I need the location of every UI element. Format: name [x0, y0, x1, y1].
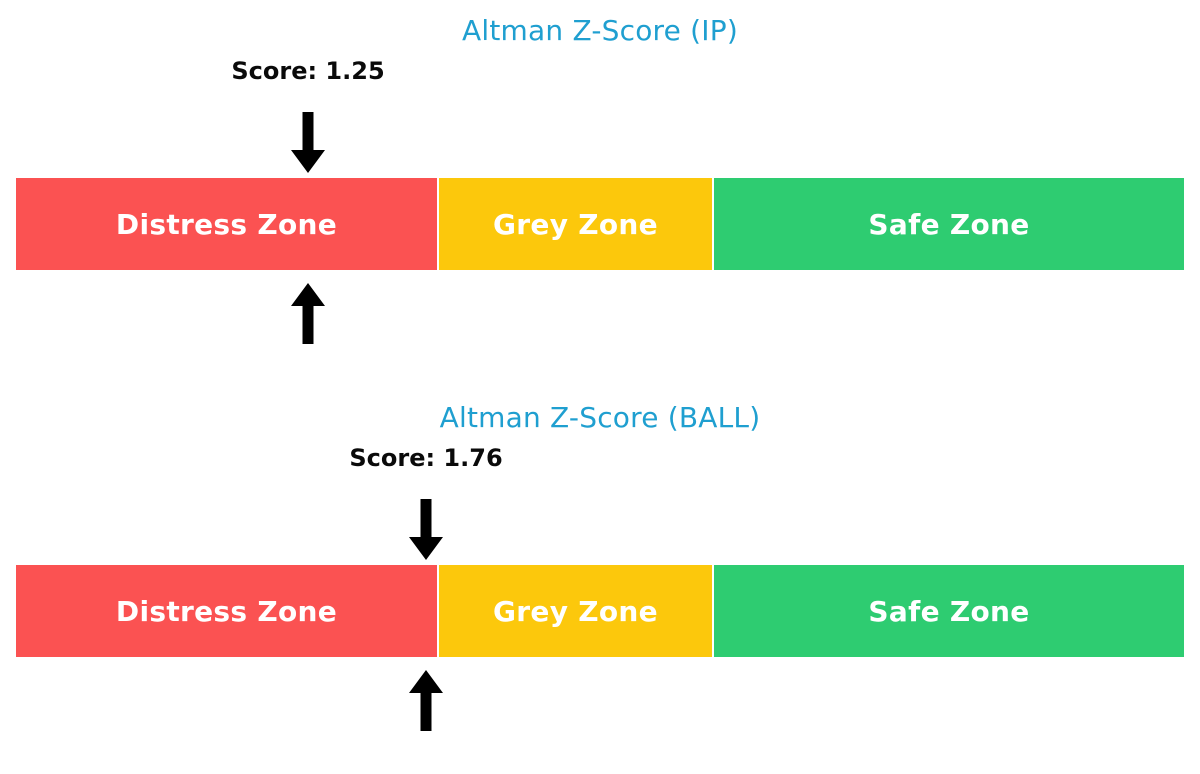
arrow-up-icon-ball	[403, 669, 449, 731]
zone-segment-safe-ip[interactable]: Safe Zone	[714, 178, 1184, 270]
chart-title-ball: Altman Z-Score (BALL)	[439, 401, 761, 434]
arrow-down-icon-ip	[285, 112, 331, 174]
zone-bar-ball: Distress Zone Grey Zone Safe Zone	[16, 565, 1184, 657]
zone-label-safe-ball: Safe Zone	[868, 594, 1030, 628]
gauge-panel-ip: Altman Z-Score (IP) Score: 1.25 Distress…	[16, 14, 1184, 344]
zone-segment-grey-ball[interactable]: Grey Zone	[439, 565, 712, 657]
score-label-ip: Score: 1.25	[231, 57, 385, 85]
zone-label-grey-ip: Grey Zone	[493, 207, 658, 241]
zone-segment-distress-ball[interactable]: Distress Zone	[16, 565, 437, 657]
zone-label-distress-ip: Distress Zone	[115, 207, 338, 241]
zone-label-safe-ip: Safe Zone	[868, 207, 1030, 241]
zone-bar-ip: Distress Zone Grey Zone Safe Zone	[16, 178, 1184, 270]
score-label-ball: Score: 1.76	[349, 444, 503, 472]
arrow-up-icon-ip	[285, 282, 331, 344]
chart-title-ip: Altman Z-Score (IP)	[462, 14, 738, 47]
zone-label-distress-ball: Distress Zone	[115, 594, 338, 628]
zone-segment-grey-ip[interactable]: Grey Zone	[439, 178, 712, 270]
zone-segment-distress-ip[interactable]: Distress Zone	[16, 178, 437, 270]
zone-segment-safe-ball[interactable]: Safe Zone	[714, 565, 1184, 657]
zone-label-grey-ball: Grey Zone	[493, 594, 658, 628]
gauge-panel-ball: Altman Z-Score (BALL) Score: 1.76 Distre…	[0, 387, 1200, 774]
arrow-down-icon-ball	[403, 499, 449, 561]
